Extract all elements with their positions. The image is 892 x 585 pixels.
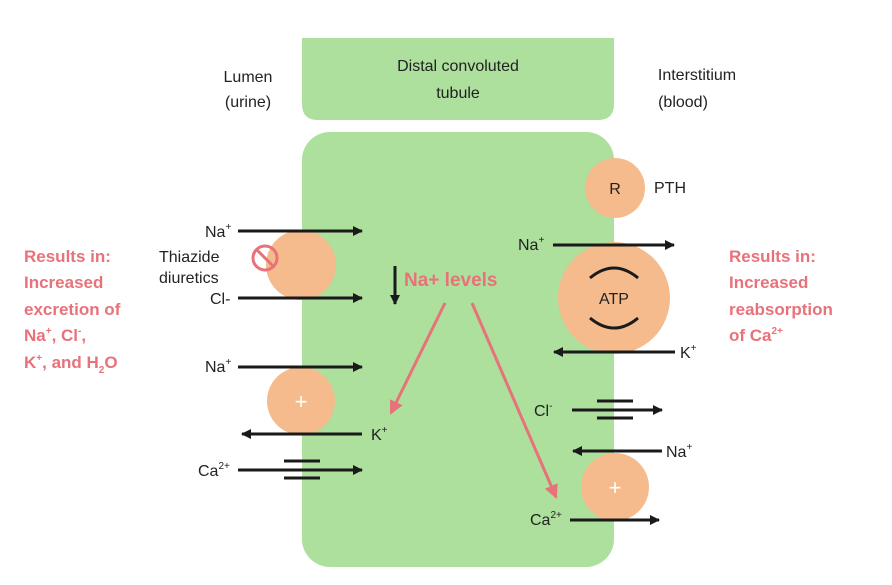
tubule-title-line2: tubule <box>436 85 480 102</box>
svg-text:Increased: Increased <box>729 273 808 292</box>
thiazide-label-line2: diuretics <box>159 270 219 287</box>
pth-receptor <box>585 158 645 218</box>
atpase-arc-top <box>589 266 639 280</box>
ca-left-label: Ca2+ <box>198 461 230 480</box>
svg-text:Results in:: Results in: <box>24 247 111 266</box>
atpase-arc-bottom <box>589 316 639 330</box>
right-result-text: Results in: Increased reabsorption of Ca… <box>729 247 833 345</box>
interstitium-label: Interstitium <box>658 67 736 84</box>
svg-text:of Ca2+: of Ca2+ <box>729 326 783 345</box>
svg-text:reabsorption: reabsorption <box>729 300 833 319</box>
ncc-transporter <box>266 230 336 300</box>
na-to-ca-arrow <box>470 302 558 499</box>
lumen-label: Lumen <box>224 69 273 86</box>
svg-text:Increased: Increased <box>24 273 103 292</box>
left-result-text: Results in: Increased excretion of Na+, … <box>24 247 121 376</box>
left-exchanger <box>267 367 335 435</box>
left-exchanger-plus: + <box>295 389 308 414</box>
svg-text:Na+, Cl-,: Na+, Cl-, <box>24 326 86 345</box>
na-right-label: Na+ <box>666 442 692 461</box>
tubule-cell <box>302 132 614 567</box>
na-k-atpase <box>558 242 670 354</box>
na-to-k-arrow <box>389 302 447 415</box>
na-ncc-label: Na+ <box>205 222 231 241</box>
lumen-sublabel: (urine) <box>225 94 271 111</box>
atp-label: ATP <box>599 291 629 308</box>
svg-text:Results in:: Results in: <box>729 247 816 266</box>
cl-ncc-label: Cl- <box>210 291 230 308</box>
k-left-label: K+ <box>371 425 388 444</box>
no-entry-icon <box>251 244 279 272</box>
tubule-title-line1: Distal convoluted <box>397 58 519 75</box>
tubule-header-box <box>302 38 614 120</box>
receptor-symbol: R <box>609 181 621 198</box>
right-exchanger <box>581 453 649 521</box>
ca-channel-left <box>284 459 320 480</box>
k-pump-label: K+ <box>680 343 697 362</box>
right-exchanger-plus: + <box>609 475 622 500</box>
ca-right-label: Ca2+ <box>530 510 562 529</box>
na-left-label: Na+ <box>205 357 231 376</box>
interstitium-sublabel: (blood) <box>658 94 708 111</box>
cl-channel-right <box>597 399 633 420</box>
pth-label: PTH <box>654 180 686 197</box>
svg-text:K+, and H2O: K+, and H2O <box>24 353 118 376</box>
na-pump-label: Na+ <box>518 235 544 254</box>
cl-right-label: Cl- <box>534 401 552 420</box>
na-levels-label: Na+ levels <box>404 270 498 291</box>
thiazide-label-line1: Thiazide <box>159 249 220 266</box>
svg-text:excretion of: excretion of <box>24 300 121 319</box>
